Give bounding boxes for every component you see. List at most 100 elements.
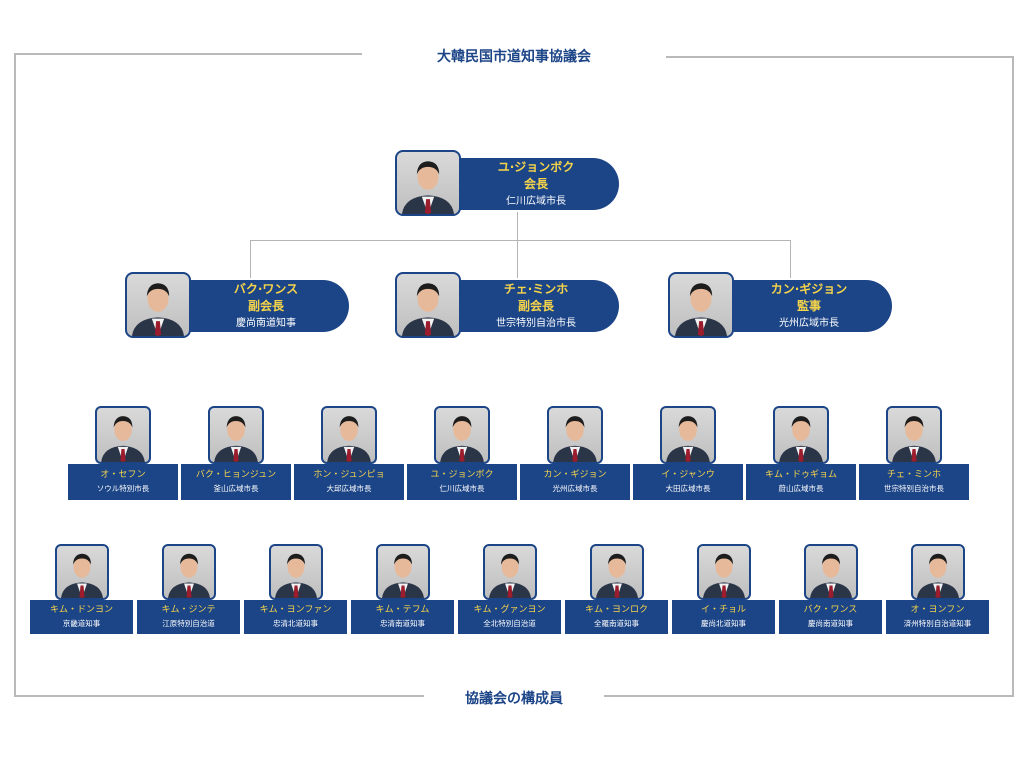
chair-position: 仁川広域市長 bbox=[506, 195, 566, 207]
member-card: カン・ギジョン光州広域市長 bbox=[520, 406, 630, 500]
portrait-icon bbox=[886, 406, 942, 464]
frame-right bbox=[1012, 56, 1014, 697]
member-name: オ・ヨンフン bbox=[910, 605, 965, 615]
page-title: 大韓民国市道知事協議会 bbox=[437, 49, 591, 65]
member-label: カン・ギジョン光州広域市長 bbox=[520, 464, 630, 500]
chair-name: ユ·ジョンボク bbox=[497, 159, 575, 174]
member-card: キム・テフム忠清南道知事 bbox=[351, 544, 454, 634]
portrait-icon bbox=[696, 544, 751, 600]
member-name: キム・ヨンロク bbox=[584, 605, 648, 615]
member-label: バク・ヒョンジュン釜山広域市長 bbox=[181, 464, 291, 500]
member-position: 大邱広域市長 bbox=[326, 484, 372, 493]
officer-role: 副会長 bbox=[247, 298, 284, 313]
member-name: キム・ドンヨン bbox=[49, 605, 113, 615]
connector-horizontal bbox=[250, 240, 791, 241]
officer-role: 副会長 bbox=[517, 298, 554, 313]
member-name: チェ・ミンホ bbox=[886, 470, 941, 480]
chair-card: ユ·ジョンボク 会長 仁川広域市長 bbox=[395, 150, 619, 216]
portrait-icon bbox=[803, 544, 858, 600]
member-card: キム・ドゥギョム蔚山広域市長 bbox=[746, 406, 856, 500]
officer-card: チェ·ミンホ 副会長 世宗特別自治市長 bbox=[395, 272, 619, 338]
member-name: ホン・ジュンピョ bbox=[313, 470, 385, 480]
member-card: ユ・ジョンボク仁川広域市長 bbox=[407, 406, 517, 500]
member-position: 釜山広域市長 bbox=[213, 484, 259, 493]
member-label: キム・ヨンロク全羅南道知事 bbox=[565, 600, 668, 634]
member-name: キム・グァンヨン bbox=[473, 605, 546, 615]
member-position: 忠清南道知事 bbox=[380, 619, 425, 628]
member-card: バク・ワンス慶尚南道知事 bbox=[779, 544, 882, 634]
member-label: イ・ジャンウ大田広域市長 bbox=[633, 464, 743, 500]
frame-bottom-right bbox=[604, 695, 1014, 697]
member-position: 全北特別自治道 bbox=[483, 619, 536, 628]
member-position: 大田広域市長 bbox=[665, 484, 711, 493]
member-label: キム・ジンテ江原特別自治道 bbox=[137, 600, 240, 634]
member-card: オ・ヨンフン済州特別自治道知事 bbox=[886, 544, 989, 634]
member-card: バク・ヒョンジュン釜山広域市長 bbox=[181, 406, 291, 500]
frame-bottom-left bbox=[14, 695, 424, 697]
member-label: キム・ドンヨン京畿道知事 bbox=[30, 600, 133, 634]
member-card: チェ・ミンホ世宗特別自治市長 bbox=[859, 406, 969, 500]
portrait-icon bbox=[482, 544, 537, 600]
member-position: 江原特別自治道 bbox=[162, 619, 215, 628]
member-card: イ・ジャンウ大田広域市長 bbox=[633, 406, 743, 500]
member-name: キム・ヨンファン bbox=[259, 605, 332, 615]
member-name: バク・ヒョンジュン bbox=[195, 470, 277, 480]
portrait-icon bbox=[589, 544, 644, 600]
member-position: 慶尚北道知事 bbox=[701, 619, 746, 628]
member-name: キム・テフム bbox=[375, 605, 430, 615]
officer-name: バク·ワンス bbox=[233, 281, 299, 296]
officer-position: 世宗特別自治市長 bbox=[496, 317, 576, 329]
member-label: イ・チョル慶尚北道知事 bbox=[672, 600, 775, 634]
member-card: キム・ヨンファン忠清北道知事 bbox=[244, 544, 347, 634]
member-position: 済州特別自治道知事 bbox=[903, 619, 972, 628]
officer-card: バク·ワンス 副会長 慶尚南道知事 bbox=[125, 272, 349, 338]
officer-card: カン·ギジョン 監事 光州広域市長 bbox=[668, 272, 892, 338]
member-card: キム・ヨンロク全羅南道知事 bbox=[565, 544, 668, 634]
member-position: 光州広域市長 bbox=[552, 484, 598, 493]
member-label: チェ・ミンホ世宗特別自治市長 bbox=[859, 464, 969, 500]
member-label: キム・グァンヨン全北特別自治道 bbox=[458, 600, 561, 634]
portrait-icon bbox=[54, 544, 109, 600]
member-label: キム・ドゥギョム蔚山広域市長 bbox=[746, 464, 856, 500]
member-position: 仁川広域市長 bbox=[439, 484, 485, 493]
member-position: ソウル特別市長 bbox=[96, 484, 150, 493]
member-label: ユ・ジョンボク仁川広域市長 bbox=[407, 464, 517, 500]
connector-chair-down bbox=[517, 212, 518, 240]
officer-position: 慶尚南道知事 bbox=[236, 317, 296, 329]
member-position: 蔚山広域市長 bbox=[778, 484, 824, 493]
member-position: 慶尚南道知事 bbox=[808, 619, 853, 628]
portrait-icon bbox=[208, 406, 264, 464]
member-card: オ・セフンソウル特別市長 bbox=[68, 406, 178, 500]
member-label: キム・テフム忠清南道知事 bbox=[351, 600, 454, 634]
officer-name: チェ·ミンホ bbox=[503, 281, 569, 296]
member-position: 世宗特別自治市長 bbox=[884, 484, 944, 493]
member-label: キム・ヨンファン忠清北道知事 bbox=[244, 600, 347, 634]
connector-left bbox=[250, 240, 251, 278]
member-label: オ・セフンソウル特別市長 bbox=[68, 464, 178, 500]
officer-position: 光州広域市長 bbox=[779, 317, 839, 329]
member-card: キム・グァンヨン全北特別自治道 bbox=[458, 544, 561, 634]
member-position: 京畿道知事 bbox=[62, 619, 101, 628]
officer-name: カン·ギジョン bbox=[770, 281, 848, 296]
portrait-icon bbox=[773, 406, 829, 464]
member-name: イ・ジャンウ bbox=[661, 470, 715, 480]
member-name: キム・ドゥギョム bbox=[764, 470, 837, 480]
portrait-icon bbox=[547, 406, 603, 464]
portrait-icon bbox=[268, 544, 323, 600]
portrait-icon bbox=[660, 406, 716, 464]
connector-center bbox=[517, 240, 518, 278]
member-position: 忠清北道知事 bbox=[273, 619, 318, 628]
chair-role: 会長 bbox=[523, 176, 548, 191]
member-name: ユ・ジョンボク bbox=[430, 470, 494, 480]
frame-top-right bbox=[666, 56, 1014, 58]
portrait-icon bbox=[95, 406, 151, 464]
connector-right bbox=[790, 240, 791, 278]
portrait-icon bbox=[321, 406, 377, 464]
member-card: イ・チョル慶尚北道知事 bbox=[672, 544, 775, 634]
member-name: オ・セフン bbox=[100, 470, 146, 480]
portrait-icon bbox=[434, 406, 490, 464]
member-card: キム・ドンヨン京畿道知事 bbox=[30, 544, 133, 634]
member-position: 全羅南道知事 bbox=[594, 619, 639, 628]
member-card: キム・ジンテ江原特別自治道 bbox=[137, 544, 240, 634]
frame-top-left bbox=[14, 53, 362, 55]
